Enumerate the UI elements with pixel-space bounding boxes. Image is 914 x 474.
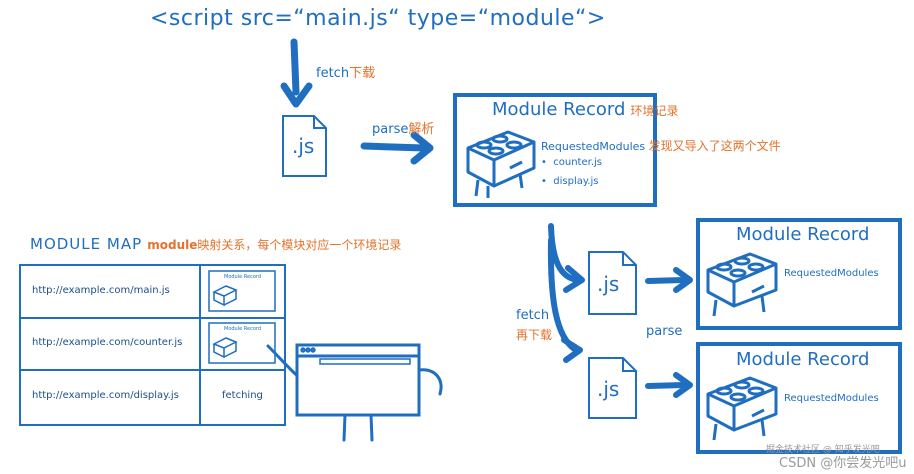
mini-module-record <box>208 270 276 312</box>
watermark-small: 掘金技术社区 @ 知乎发光吧 <box>766 445 880 455</box>
fetch-label: fetch下载 <box>316 62 375 81</box>
parse-arrow-3 <box>645 372 693 398</box>
map-url-counter: http://example.com/counter.js <box>32 337 183 348</box>
module-map-title: MODULE MAP <box>30 235 143 253</box>
import-item-counter: • counter.js <box>541 157 602 168</box>
module-map-keyword: module <box>147 238 198 252</box>
module-record-box <box>453 93 657 207</box>
parse-label-en: parse <box>372 122 409 137</box>
requested-modules-3: RequestedModules <box>784 393 879 404</box>
module-record-title-en: Module Record <box>492 99 626 120</box>
parse-arrow <box>360 131 434 165</box>
js-file-label-2: .js <box>597 272 620 296</box>
fetch2-label: fetch <box>516 308 550 323</box>
fetch-arrow <box>280 38 313 108</box>
watermark: CSDN @你尝发光吧u <box>779 456 907 471</box>
js-file-icon <box>282 115 327 177</box>
js-file-icon-3 <box>588 357 637 419</box>
requested-modules-cn: 发现又导入了这两个文件 <box>648 139 781 153</box>
module-record-box-3 <box>696 342 902 454</box>
module-map-cn: 映射关系，每个模块对应一个环境记录 <box>197 238 402 252</box>
requested-modules-line: RequestedModules 发现又导入了这两个文件 <box>541 137 781 154</box>
map-url-display: http://example.com/display.js <box>32 390 179 401</box>
module-record-title-cn: 环境记录 <box>630 104 679 118</box>
module-record-title: Module Record 环境记录 <box>492 99 678 120</box>
module-record-title-3: Module Record <box>736 349 870 370</box>
parse-label: parse解析 <box>372 118 434 137</box>
browser-character <box>266 343 443 442</box>
fetch-label-cn: 下载 <box>349 66 376 81</box>
script-tag-code: <script src=“main.js“ type=“module“> <box>150 6 606 31</box>
map-status-main: Module Record <box>224 274 262 280</box>
module-map-heading: MODULE MAP module映射关系，每个模块对应一个环境记录 <box>30 234 401 253</box>
requested-modules-2: RequestedModules <box>784 268 879 279</box>
lego-brick-icon <box>466 130 536 198</box>
import-item-display-text: display.js <box>553 176 599 187</box>
module-record-box-2 <box>696 218 902 330</box>
parse-arrow-2 <box>645 267 693 293</box>
js-file-label: .js <box>292 134 315 158</box>
lego-brick-icon-3 <box>706 376 778 441</box>
module-map-table <box>19 264 286 426</box>
js-file-icon-2 <box>588 251 637 315</box>
import-item-counter-text: counter.js <box>553 157 602 168</box>
lego-brick-icon-2 <box>706 252 778 317</box>
parse-label-cn: 解析 <box>408 122 435 137</box>
fetch-split-arrow <box>547 223 585 363</box>
mini-module-record-2 <box>208 322 276 364</box>
fetch2-label-cn: 再下载 <box>516 328 553 342</box>
module-record-title-2: Module Record <box>736 224 870 245</box>
fetch-label-en: fetch <box>316 66 350 81</box>
js-file-label-3: .js <box>597 377 620 401</box>
requested-modules-label: RequestedModules <box>541 140 646 153</box>
import-item-display: • display.js <box>541 176 599 187</box>
parse2-label: parse <box>646 324 683 339</box>
map-url-main: http://example.com/main.js <box>32 285 170 296</box>
map-status-counter: Module Record <box>224 326 262 332</box>
map-status-display: fetching <box>222 390 263 401</box>
